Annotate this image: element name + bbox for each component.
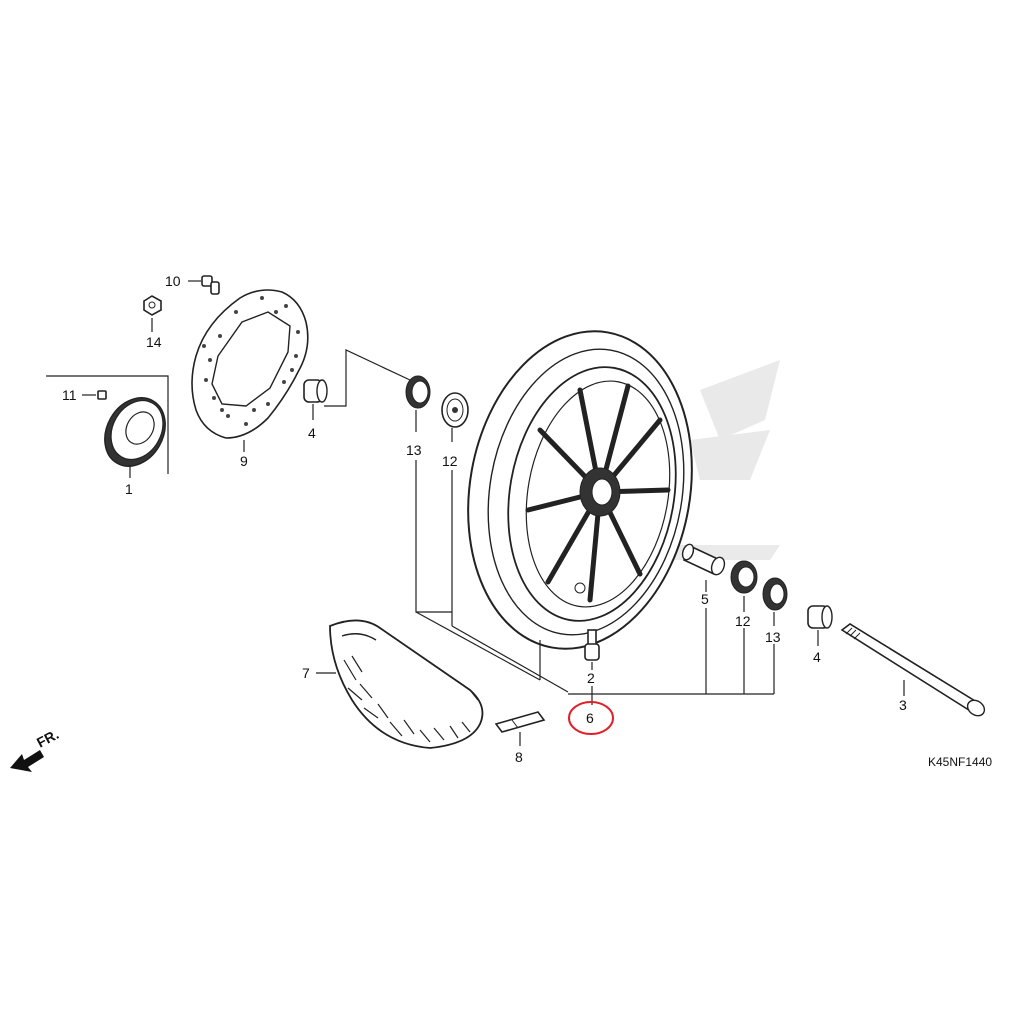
part-wheel	[467, 330, 693, 650]
direction-arrow-icon	[10, 750, 44, 772]
callout-2: 2	[587, 670, 595, 686]
callout-7: 7	[302, 665, 310, 681]
part-balance-weight	[494, 711, 546, 733]
part-screw	[97, 390, 107, 400]
callout-1: 1	[125, 481, 133, 497]
callout-12-right: 12	[735, 613, 751, 629]
callout-4-left: 4	[308, 425, 316, 441]
part-bearing-left-2	[441, 392, 469, 428]
diagram-code: K45NF1440	[928, 755, 992, 769]
part-bearing-right	[730, 560, 758, 594]
callout-4-right: 4	[813, 649, 821, 665]
part-bearing-left	[405, 375, 431, 409]
callout-9: 9	[240, 453, 248, 469]
part-collar-left	[303, 379, 328, 403]
part-nut	[143, 295, 162, 316]
callout-3: 3	[899, 697, 907, 713]
part-axle	[840, 623, 986, 717]
callout-13-right: 13	[765, 629, 781, 645]
callout-11: 11	[62, 387, 77, 403]
callout-12-left: 12	[442, 453, 458, 469]
part-ring	[104, 397, 166, 467]
direction-label: FR.	[34, 726, 61, 751]
highlight-circle	[568, 701, 614, 735]
part-collar-right	[807, 605, 833, 629]
callout-10: 10	[165, 273, 181, 289]
part-tire	[329, 619, 484, 749]
part-spacer	[681, 543, 726, 576]
part-brake-disc	[191, 289, 309, 439]
callout-13-left: 13	[406, 442, 422, 458]
part-bearing-right-2	[762, 577, 788, 611]
callout-8: 8	[515, 749, 523, 765]
callout-5: 5	[701, 591, 709, 607]
part-valve	[584, 629, 600, 661]
bracket-line	[46, 375, 169, 474]
callout-14: 14	[146, 334, 162, 350]
part-bolt	[201, 275, 220, 295]
callout-6: 6	[586, 710, 594, 726]
